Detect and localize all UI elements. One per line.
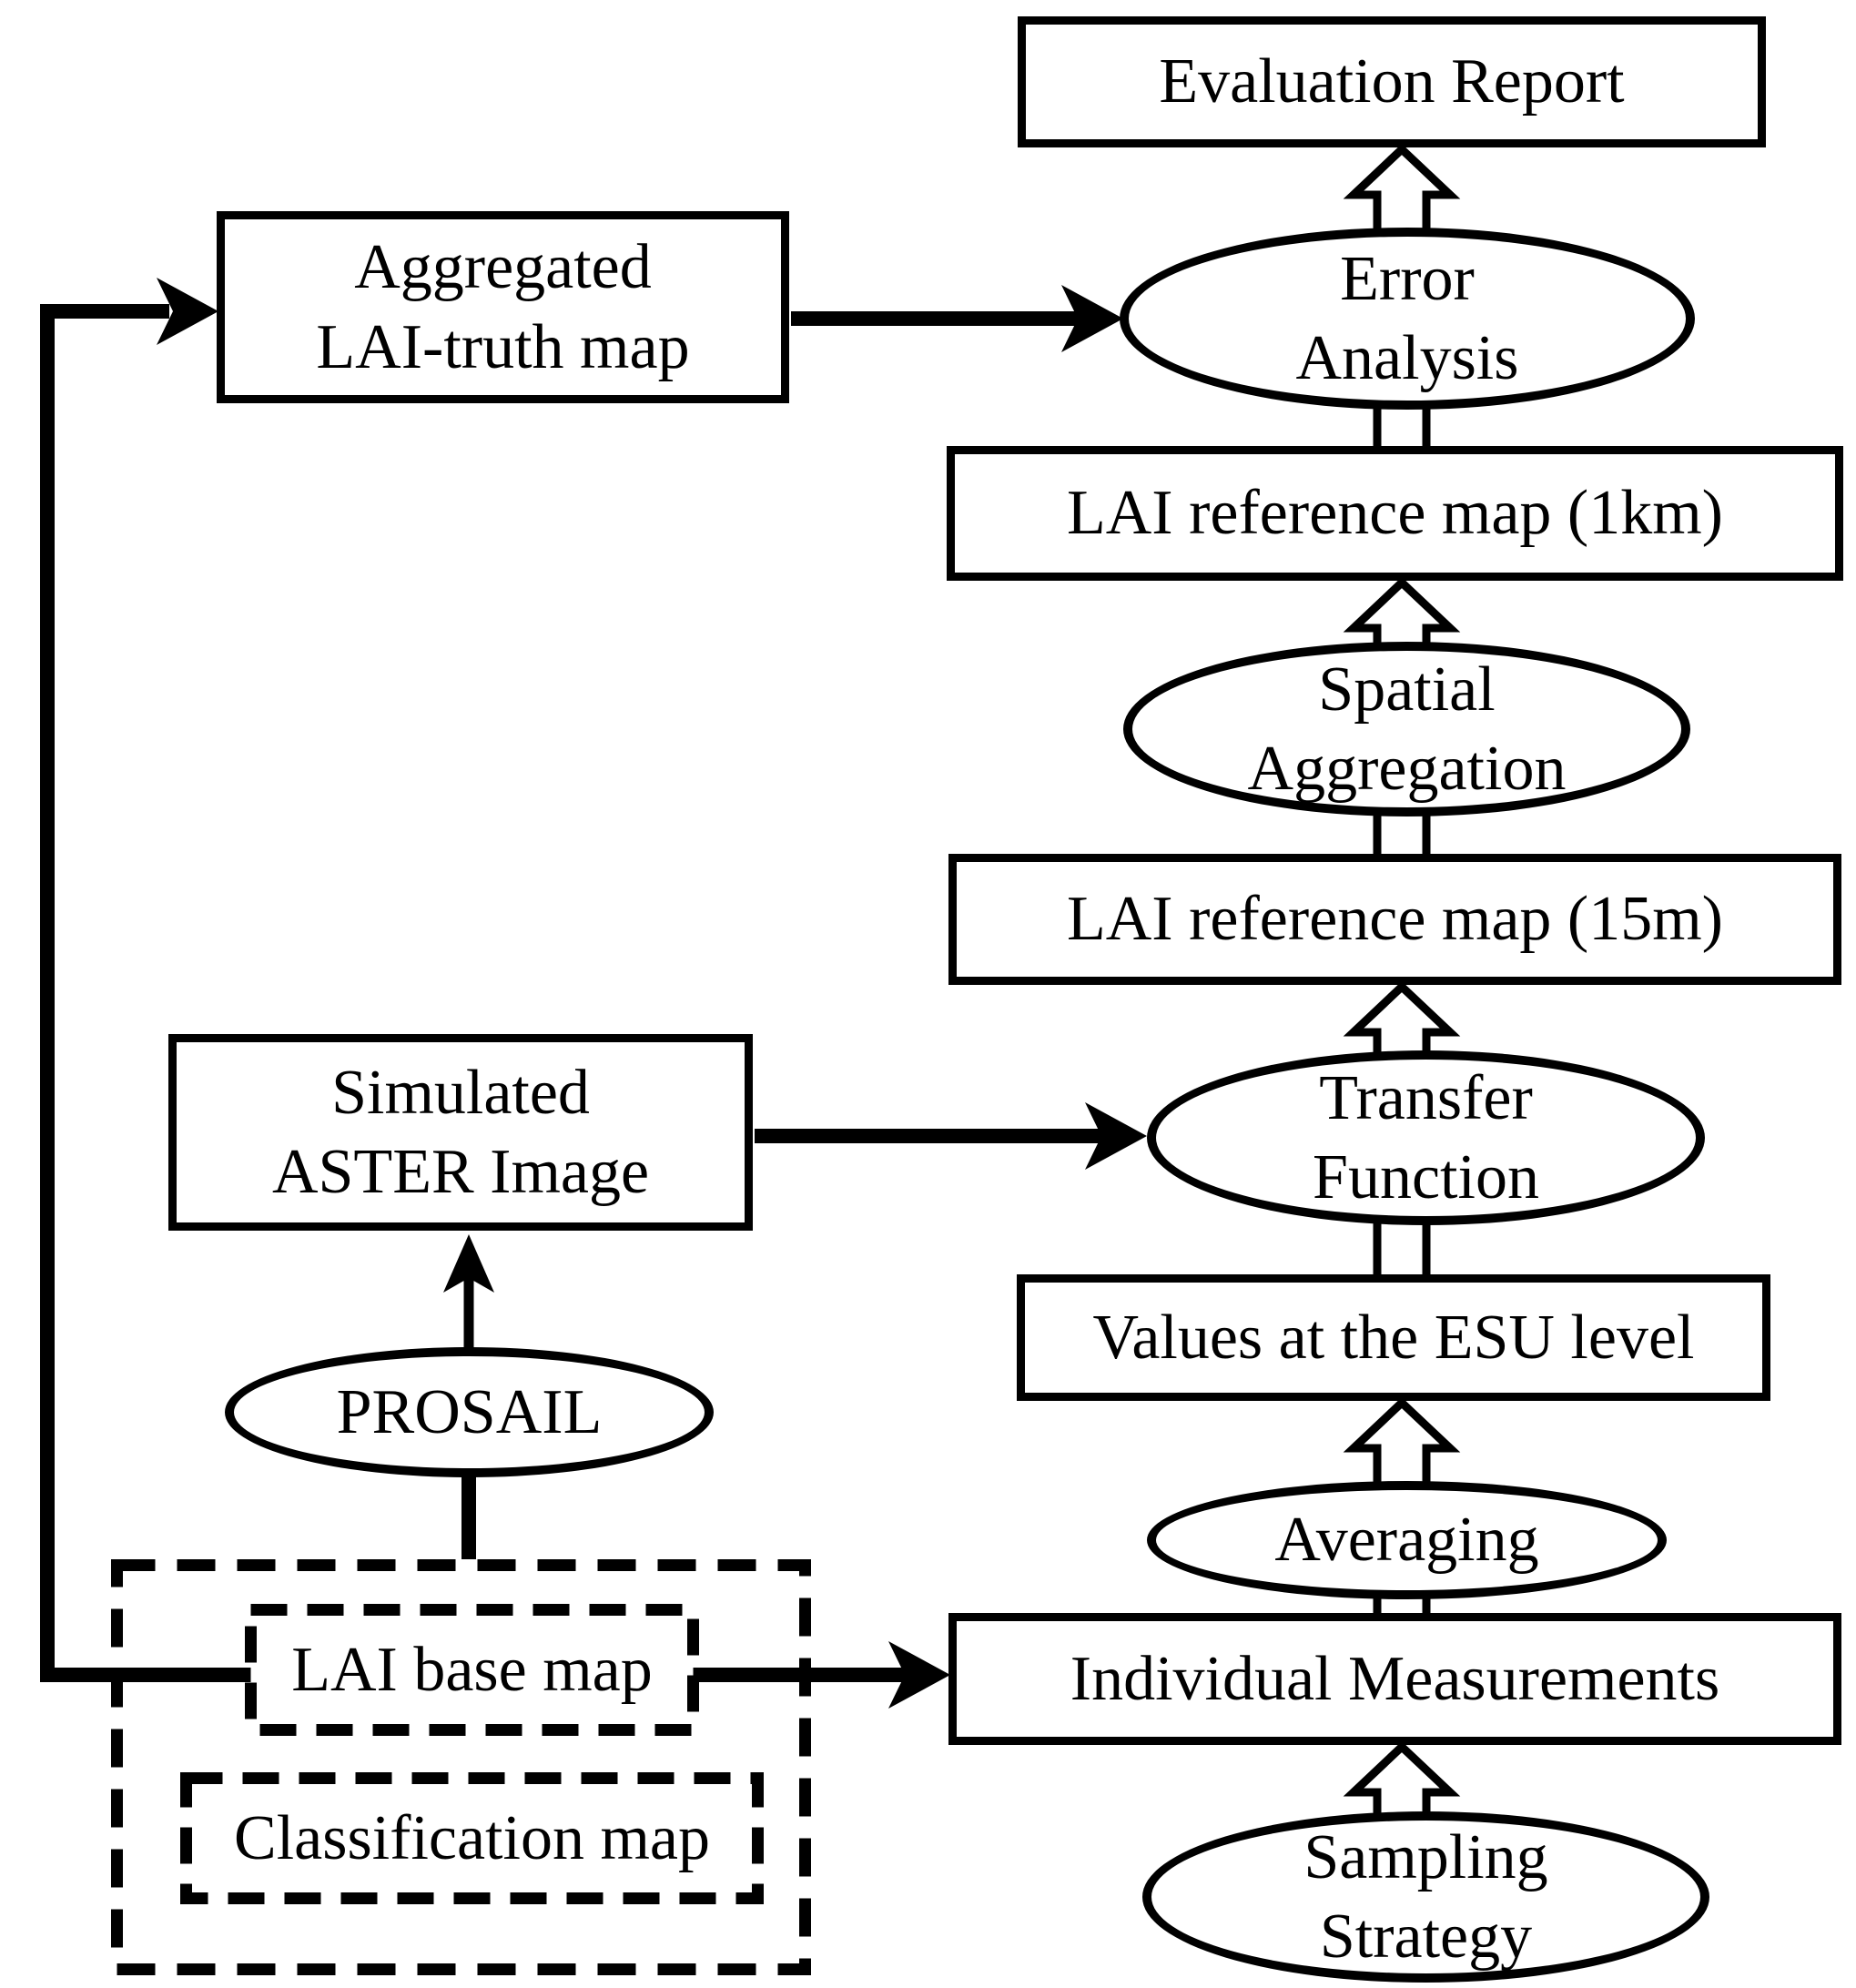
arrowhead-into-individual xyxy=(888,1641,950,1709)
dashed-box-lai-base-map xyxy=(245,1604,699,1736)
dashed-box-classification-map xyxy=(180,1772,764,1904)
hollow-up-arrow-error-to-evaluation xyxy=(1343,143,1461,238)
node-aggregated-lai-truth-map-label: Aggregated LAI-truth map xyxy=(316,232,690,382)
node-lai-base-map: LAI base map xyxy=(245,1604,699,1736)
node-averaging: Averaging xyxy=(1147,1481,1667,1599)
hollow-up-arrow-averaging-to-values xyxy=(1343,1396,1461,1488)
node-prosail-label: PROSAIL xyxy=(336,1376,603,1447)
node-lai-reference-map-1km-label: LAI reference map (1km) xyxy=(1067,478,1723,549)
hollow-up-arrow-transfer-to-15m xyxy=(1343,980,1461,1058)
node-lai-reference-map-15m: LAI reference map (15m) xyxy=(948,854,1841,985)
node-averaging-label: Averaging xyxy=(1274,1505,1539,1576)
node-classification-map-label: Classification map xyxy=(234,1802,710,1873)
node-values-esu: Values at the ESU level xyxy=(1017,1274,1770,1401)
hollow-up-arrow-spatial-to-1km xyxy=(1343,576,1461,648)
hollow-up-arrow-sampling-to-individual xyxy=(1343,1740,1461,1819)
node-evaluation-report: Evaluation Report xyxy=(1018,16,1766,147)
node-individual-measurements-label: Individual Measurements xyxy=(1070,1643,1720,1714)
node-values-esu-label: Values at the ESU level xyxy=(1092,1302,1695,1373)
node-spatial-aggregation-label: Spatial Aggregation xyxy=(1247,654,1567,805)
node-evaluation-report-label: Evaluation Report xyxy=(1159,46,1625,117)
node-lai-reference-map-15m-label: LAI reference map (15m) xyxy=(1067,884,1723,955)
node-sampling-strategy: Sampling Strategy xyxy=(1142,1811,1709,1983)
node-simulated-aster-image-label: Simulated ASTER Image xyxy=(271,1057,650,1208)
node-lai-base-map-label: LAI base map xyxy=(291,1634,653,1705)
node-transfer-function: Transfer Function xyxy=(1147,1050,1705,1225)
arrowhead-into-transfer-function xyxy=(1085,1102,1147,1170)
node-aggregated-lai-truth-map: Aggregated LAI-truth map xyxy=(217,211,789,403)
node-lai-reference-map-1km: LAI reference map (1km) xyxy=(947,446,1843,581)
thick-elbow-line-laibase-to-aggregated xyxy=(40,304,169,1682)
connector-shaft-1km-to-error xyxy=(1373,402,1431,453)
node-error-analysis: Error Analysis xyxy=(1120,228,1695,410)
arrowhead-into-aggregated xyxy=(157,278,218,345)
arrowhead-into-error-analysis xyxy=(1061,285,1123,352)
node-classification-map: Classification map xyxy=(180,1772,764,1904)
node-spatial-aggregation: Spatial Aggregation xyxy=(1123,642,1690,816)
dashed-outer-group-box xyxy=(111,1559,811,1975)
arrowhead-into-simulated xyxy=(443,1234,494,1293)
node-sampling-strategy-label: Sampling Strategy xyxy=(1303,1821,1548,1973)
node-prosail: PROSAIL xyxy=(225,1347,714,1477)
node-simulated-aster-image: Simulated ASTER Image xyxy=(168,1034,753,1231)
connector-shaft-values-to-transfer xyxy=(1373,1215,1431,1283)
node-transfer-function-label: Transfer Function xyxy=(1313,1062,1539,1213)
node-individual-measurements: Individual Measurements xyxy=(948,1613,1841,1745)
node-error-analysis-label: Error Analysis xyxy=(1295,243,1519,394)
